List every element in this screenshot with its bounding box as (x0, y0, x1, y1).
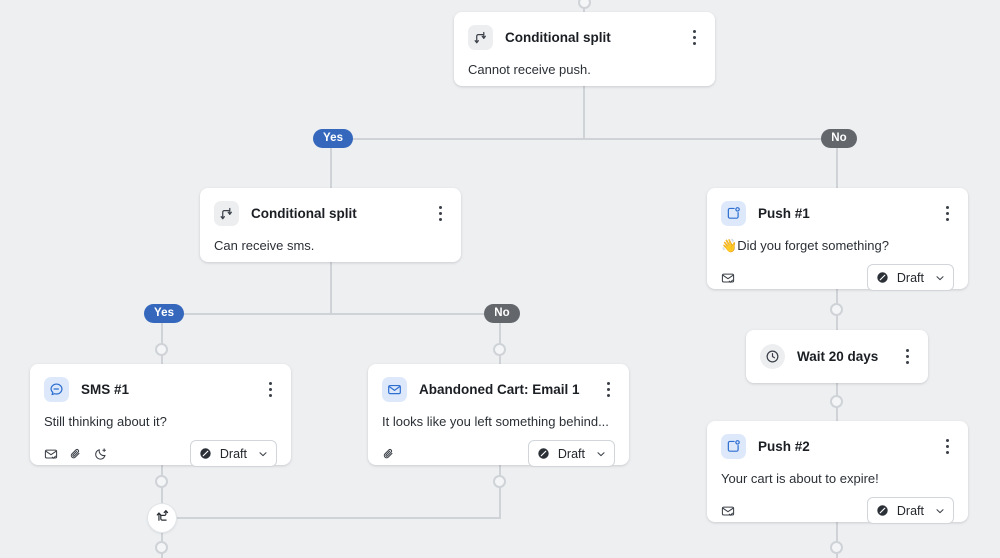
merge-arrows-icon (155, 508, 170, 528)
node-title: Push #1 (758, 206, 810, 221)
node-meta-icons (721, 271, 735, 285)
split-branch-icon (468, 25, 493, 50)
connector-insert-dot-push1-out[interactable] (830, 303, 843, 316)
paperclip-icon (69, 447, 83, 461)
connector-email-to-merge-v (499, 465, 501, 519)
mail-check-icon (721, 271, 735, 285)
node-title: Abandoned Cart: Email 1 (419, 382, 580, 397)
node-description: Your cart is about to expire! (721, 471, 879, 486)
node-footer: Draft (30, 430, 291, 481)
draft-slash-icon (537, 447, 550, 460)
node-conditional-split-push[interactable]: Conditional split Cannot receive push. (454, 12, 715, 86)
connector-insert-dot-wait-out[interactable] (830, 395, 843, 408)
connector-email-down (499, 313, 501, 364)
node-footer: Draft (707, 254, 968, 305)
node-menu-button[interactable] (938, 203, 956, 223)
node-header: Conditional split (454, 12, 715, 50)
draft-slash-icon (199, 447, 212, 460)
node-description: Cannot receive push. (468, 62, 591, 77)
node-title: Wait 20 days (797, 349, 879, 364)
node-header: Abandoned Cart: Email 1 (368, 364, 629, 402)
node-title: Conditional split (505, 30, 611, 45)
push-notification-icon (721, 201, 746, 226)
branch-label-yes-root[interactable]: Yes (313, 129, 354, 148)
mail-check-icon (721, 504, 735, 518)
connector-insert-dot-merge-out[interactable] (155, 541, 168, 554)
node-title: SMS #1 (81, 382, 130, 397)
node-header: SMS #1 (30, 364, 291, 402)
node-header: Push #1 (707, 188, 968, 226)
quiet-hours-moon-icon (94, 447, 108, 461)
push-notification-icon (721, 434, 746, 459)
node-header: Conditional split (200, 188, 461, 226)
connector-root-split-bar (330, 138, 838, 140)
draft-slash-icon (876, 271, 889, 284)
chevron-down-icon (934, 272, 946, 284)
node-merge-join[interactable] (147, 503, 177, 533)
connector-split2-down (330, 261, 332, 314)
connector-no-down (836, 138, 838, 189)
status-label: Draft (896, 270, 924, 285)
node-menu-button[interactable] (261, 379, 279, 399)
paperclip-icon (382, 447, 396, 461)
draft-slash-icon (876, 504, 889, 517)
connector-insert-dot-sms-out[interactable] (155, 475, 168, 488)
node-menu-button[interactable] (431, 203, 449, 223)
split-branch-icon (214, 201, 239, 226)
connector-insert-dot-push2-out[interactable] (830, 541, 843, 554)
chevron-down-icon (595, 448, 607, 460)
node-description: Can receive sms. (214, 238, 315, 253)
node-menu-button[interactable] (898, 346, 916, 366)
connector-insert-dot-sms[interactable] (155, 343, 168, 356)
status-dropdown-sms-1[interactable]: Draft (189, 440, 277, 467)
branch-label-yes-sms[interactable]: Yes (144, 304, 185, 323)
mail-check-icon (44, 447, 58, 461)
connector-sms-down (161, 313, 163, 364)
status-dropdown-email-1[interactable]: Draft (527, 440, 615, 467)
connector-insert-dot-email-out[interactable] (493, 475, 506, 488)
chevron-down-icon (934, 505, 946, 517)
status-label: Draft (219, 446, 247, 461)
node-description-text: Did you forget something? (737, 238, 889, 253)
node-title: Conditional split (251, 206, 357, 221)
node-abandoned-cart-email-1[interactable]: Abandoned Cart: Email 1 It looks like yo… (368, 364, 629, 467)
connector-root-down (583, 86, 585, 139)
branch-label-no-email[interactable]: No (484, 304, 520, 323)
status-dropdown-push-1[interactable]: Draft (866, 264, 954, 291)
waving-hand-emoji: 👋 (721, 238, 738, 253)
node-footer: Draft (707, 487, 968, 538)
sms-bubble-icon (44, 377, 69, 402)
node-menu-button[interactable] (938, 436, 956, 456)
node-meta-icons (382, 447, 396, 461)
node-wait-20-days[interactable]: Wait 20 days (746, 330, 928, 383)
connector-insert-dot-email[interactable] (493, 343, 506, 356)
connector-email-to-merge-h (176, 517, 501, 519)
node-description: 👋Did you forget something? (707, 226, 968, 254)
node-description: Still thinking about it? (44, 414, 167, 429)
node-header: Wait 20 days (746, 330, 928, 385)
clock-icon (760, 344, 785, 369)
node-push-1[interactable]: Push #1 👋Did you forget something? (707, 188, 968, 291)
node-title: Push #2 (758, 439, 810, 454)
connector-insert-dot-top[interactable] (578, 0, 591, 9)
status-label: Draft (896, 503, 924, 518)
connector-push2-down (836, 522, 838, 558)
chevron-down-icon (257, 448, 269, 460)
node-sms-1[interactable]: SMS #1 Still thinking about it? (30, 364, 291, 467)
node-footer: Draft (368, 430, 629, 481)
node-menu-button[interactable] (685, 27, 703, 47)
status-label: Draft (557, 446, 585, 461)
node-description: It looks like you left something behind.… (382, 414, 609, 429)
node-meta-icons (721, 504, 735, 518)
node-conditional-split-sms[interactable]: Conditional split Can receive sms. (200, 188, 461, 262)
connector-split2-bar (161, 313, 500, 315)
connector-yes-down (330, 138, 332, 189)
node-push-2[interactable]: Push #2 Your cart is about to expire! (707, 421, 968, 524)
node-menu-button[interactable] (599, 379, 617, 399)
status-dropdown-push-2[interactable]: Draft (866, 497, 954, 524)
node-meta-icons (44, 447, 108, 461)
envelope-icon (382, 377, 407, 402)
node-header: Push #2 (707, 421, 968, 459)
branch-label-no-root[interactable]: No (821, 129, 857, 148)
